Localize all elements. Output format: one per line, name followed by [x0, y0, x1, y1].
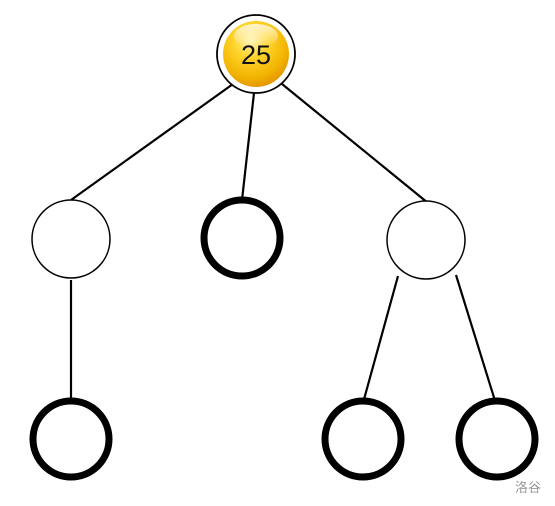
- watermark-label: 洛谷: [514, 481, 541, 496]
- edge-right-leaf-1: [361, 275, 400, 404]
- edge-root-left: [70, 83, 234, 201]
- root-node: 25: [216, 14, 296, 94]
- root-value: 25: [241, 40, 271, 70]
- node-bottom-left-leaf: [29, 397, 113, 481]
- edge-right-leaf-2: [454, 274, 498, 405]
- node-left: [31, 199, 111, 279]
- node-bottom-middle-leaf: [321, 397, 405, 481]
- node-right: [386, 200, 466, 280]
- edge-root-right: [281, 83, 429, 204]
- edge-root-middle: [240, 92, 256, 201]
- node-middle-leaf: [200, 196, 284, 280]
- node-bottom-right-leaf: [455, 397, 539, 481]
